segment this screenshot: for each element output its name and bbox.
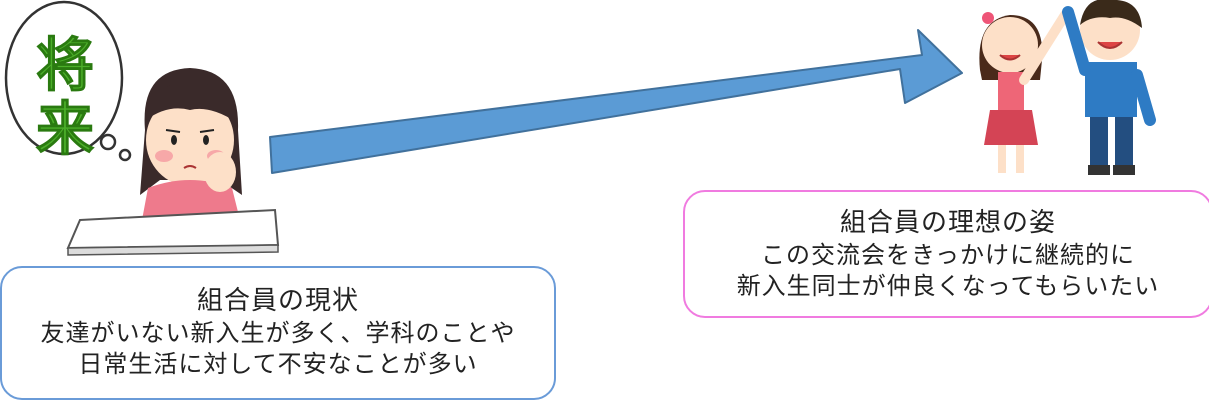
ideal-state-title: 組合員の理想の姿 [839, 208, 1056, 238]
current-state-line-2: 日常生活に対して不安なことが多い [78, 350, 478, 378]
ideal-state-line-2: 新入生同士が仲良くなってもらいたい [736, 272, 1160, 300]
bubble-text-top: 将 [35, 31, 94, 100]
progress-arrow [260, 25, 970, 215]
high-five-kids-illustration [960, 0, 1180, 180]
current-state-line-1: 友達がいない新入生が多く、学科のことや [40, 319, 516, 347]
ideal-state-line-1: この交流会をきっかけに継続的に [760, 241, 1136, 269]
ideal-state-box: 組合員の理想の姿 この交流会をきっかけに継続的に 新入生同士が仲良くなってもらい… [683, 190, 1209, 318]
current-state-title: 組合員の現状 [196, 286, 359, 316]
thought-bubble: 将 来 [0, 0, 150, 170]
bubble-text-bottom: 来 [35, 95, 94, 164]
worried-girl-illustration [60, 60, 290, 270]
current-state-box: 組合員の現状 友達がいない新入生が多く、学科のことや 日常生活に対して不安なこと… [0, 266, 556, 400]
